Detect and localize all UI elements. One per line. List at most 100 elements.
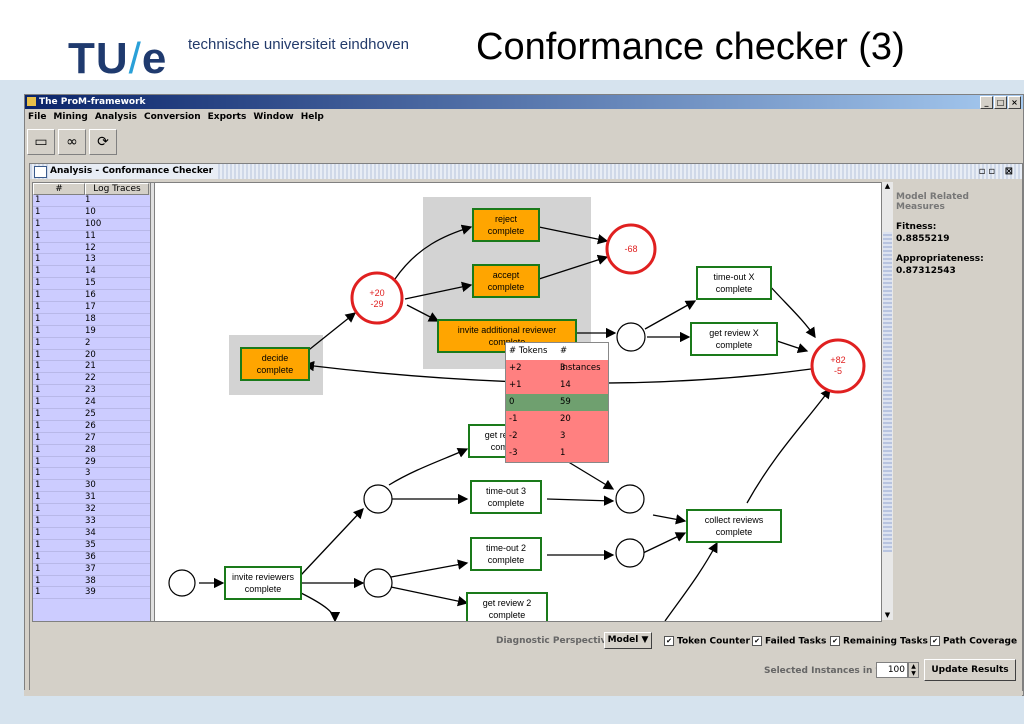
trace-count-cell: 1 — [35, 302, 41, 313]
menu-file[interactable]: File — [28, 112, 47, 122]
place[interactable] — [616, 322, 646, 352]
close-button[interactable]: × — [1008, 96, 1021, 109]
transition-invite-reviewers[interactable] — [224, 566, 302, 600]
menu-mining[interactable]: Mining — [53, 112, 88, 122]
process-model-canvas[interactable]: +20 -29 -68 +82 -5 reject complete accep… — [154, 182, 882, 622]
transition-accept[interactable] — [472, 264, 540, 298]
checkbox-checked-icon[interactable]: ✔ — [830, 636, 840, 646]
option-remaining-tasks[interactable]: ✔Remaining Tasks — [830, 636, 928, 647]
scroll-down-icon[interactable]: ▼ — [884, 611, 891, 619]
token-count-cell: -1 — [509, 414, 518, 424]
checkbox-checked-icon[interactable]: ✔ — [664, 636, 674, 646]
token-count-cell: -3 — [509, 448, 518, 458]
trace-count-cell: 1 — [35, 385, 41, 396]
selected-instances-input[interactable]: 100 — [876, 662, 908, 678]
option-failed-tasks[interactable]: ✔Failed Tasks — [752, 636, 826, 647]
transition-get-review-x[interactable] — [690, 322, 778, 356]
transition-time-out-x-label-2: complete — [716, 284, 753, 294]
transition-reject[interactable] — [472, 208, 540, 242]
place-start[interactable] — [168, 569, 196, 597]
place[interactable] — [615, 538, 645, 568]
place[interactable] — [615, 484, 645, 514]
minimize-button[interactable]: _ — [980, 96, 993, 109]
trace-count-cell: 1 — [35, 516, 41, 527]
checkbox-checked-icon[interactable]: ✔ — [752, 636, 762, 646]
spinner-arrows-icon[interactable]: ▲▼ — [908, 662, 919, 678]
refresh-icon[interactable]: ⟳ — [89, 129, 117, 155]
instance-count-cell: 14 — [560, 380, 571, 390]
place[interactable] — [363, 568, 393, 598]
transition-time-out-x[interactable] — [696, 266, 772, 300]
option-path-coverage[interactable]: ✔Path Coverage — [930, 636, 1017, 647]
transition-get-review-2[interactable] — [466, 592, 548, 621]
panel-titlebar[interactable]: Analysis - Conformance Checker ▫▫ ⊠ — [30, 164, 1022, 179]
checkbox-checked-icon[interactable]: ✔ — [930, 636, 940, 646]
perspective-select[interactable]: Model ▼ — [604, 632, 652, 649]
option-token-counter[interactable]: ✔Token Counter — [664, 636, 750, 647]
trace-id-cell: 33 — [85, 516, 96, 527]
open-folder-icon[interactable]: ▭ — [27, 129, 55, 155]
menu-window[interactable]: Window — [253, 112, 294, 122]
place-decision[interactable] — [350, 271, 404, 325]
transition-time-out-2[interactable] — [470, 537, 542, 571]
place-end[interactable] — [605, 223, 657, 275]
menu-conversion[interactable]: Conversion — [144, 112, 201, 122]
window-titlebar[interactable]: The ProM-framework _ □ × — [25, 95, 1023, 109]
maximize-button[interactable]: □ — [994, 96, 1007, 109]
scroll-up-icon[interactable]: ▲ — [884, 182, 891, 190]
transition-collect-reviews[interactable] — [686, 509, 782, 543]
menu-help[interactable]: Help — [300, 112, 324, 122]
count-column-header[interactable]: # — [33, 183, 85, 195]
trace-list-header: # Log Traces — [33, 183, 150, 195]
transition-time-out-3[interactable] — [470, 480, 542, 514]
menu-analysis[interactable]: Analysis — [94, 112, 138, 122]
place-reviews-done-label-1: +82 — [830, 355, 845, 365]
transition-decide[interactable] — [240, 347, 310, 381]
scroll-thumb[interactable] — [883, 232, 892, 552]
traces-column-header[interactable]: Log Traces — [85, 183, 149, 195]
menu-exports[interactable]: Exports — [207, 112, 247, 122]
canvas-scrollbar[interactable]: ▲ ▼ — [881, 182, 893, 620]
binoculars-icon[interactable]: ∞ — [58, 129, 86, 155]
update-results-button[interactable]: Update Results — [924, 659, 1016, 681]
panel-window-controls[interactable]: ▫▫ ⊠ — [978, 166, 1016, 177]
table-row[interactable]: 1 33 — [33, 516, 150, 528]
place-reviews-done[interactable] — [810, 338, 866, 394]
place[interactable] — [363, 484, 393, 514]
trace-count-cell: 1 — [35, 539, 41, 550]
